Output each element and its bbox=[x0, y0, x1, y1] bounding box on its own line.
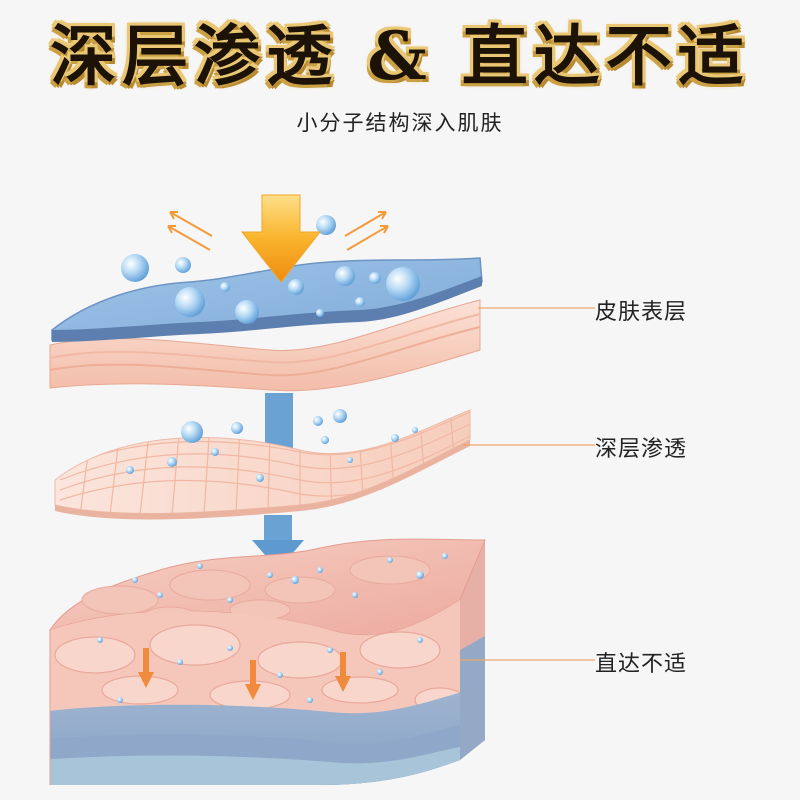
label-target-layer: 直达不适 bbox=[595, 646, 775, 678]
label-deep-layer: 深层渗透 bbox=[595, 431, 775, 463]
deep-layer bbox=[55, 410, 470, 520]
label-surface-layer: 皮肤表层 bbox=[595, 294, 775, 326]
